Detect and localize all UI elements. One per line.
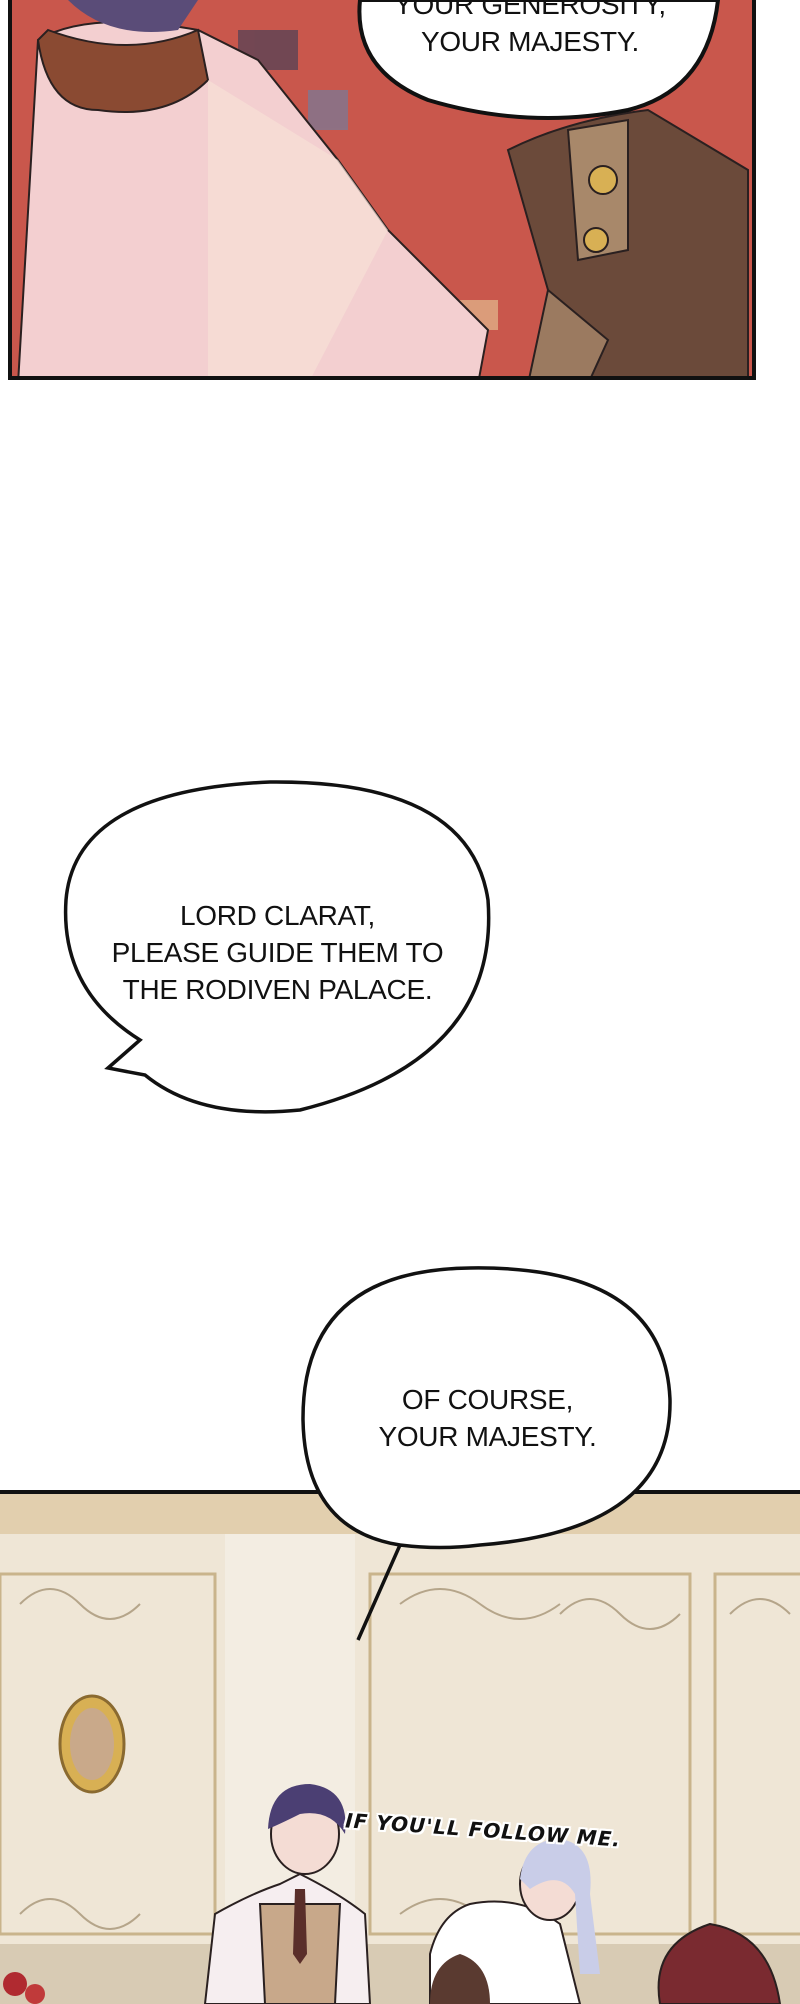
speech-bubble-2 <box>63 780 491 1114</box>
panel-2-artwork <box>0 1494 800 2004</box>
comic-panel-2 <box>0 1490 800 2004</box>
bubble-3-text: OF COURSE, YOUR MAJESTY. <box>330 1381 645 1455</box>
speech-bubble <box>357 0 721 120</box>
comic-panel-1 <box>8 0 756 380</box>
bubble-2-line-3: THE RODIVEN PALACE. <box>122 974 433 1005</box>
bubble-2-line-1: LORD CLARAT, <box>179 900 376 931</box>
bubble-1-line-1: YOUR GENEROSITY, <box>394 0 666 20</box>
bubble-2-line-2: PLEASE GUIDE THEM TO <box>111 937 444 968</box>
bubble-3-line-2: YOUR MAJESTY. <box>378 1421 597 1452</box>
bubble-1-line-2: YOUR MAJESTY. <box>420 26 640 57</box>
bubble-1-text: YOUR GENEROSITY, YOUR MAJESTY. <box>375 0 685 60</box>
speech-bubble-3 <box>301 1266 672 1641</box>
bubble-2-text: LORD CLARAT, PLEASE GUIDE THEM TO THE RO… <box>80 897 475 1008</box>
bubble-3-line-1: OF COURSE, <box>401 1384 574 1415</box>
